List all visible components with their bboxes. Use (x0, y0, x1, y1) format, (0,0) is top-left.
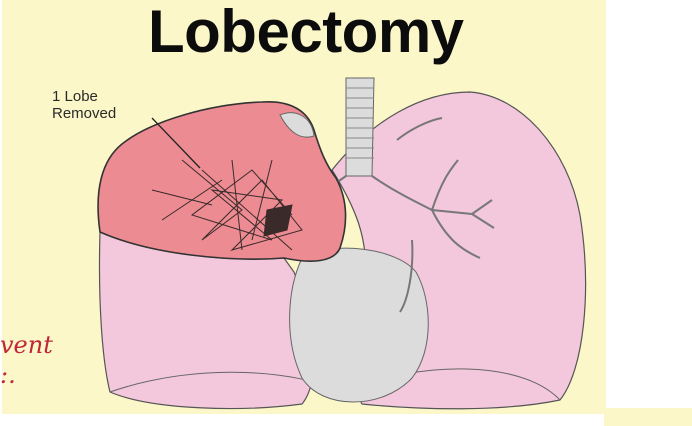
handwriting-line-2: :. (0, 360, 53, 390)
heart (290, 248, 429, 402)
handwriting-line-1: vent (0, 330, 53, 360)
page-edge-strip (604, 408, 692, 426)
removed-lobe-label: 1 Lobe Removed (52, 88, 116, 122)
diagram-title: Lobectomy (148, 2, 464, 62)
callout-line-1: 1 Lobe (52, 88, 116, 105)
diagram-panel: Lobectomy 1 Lobe Removed (2, 0, 606, 414)
handwritten-note: vent :. (0, 330, 53, 390)
callout-line-2: Removed (52, 105, 116, 122)
trachea (346, 78, 374, 176)
